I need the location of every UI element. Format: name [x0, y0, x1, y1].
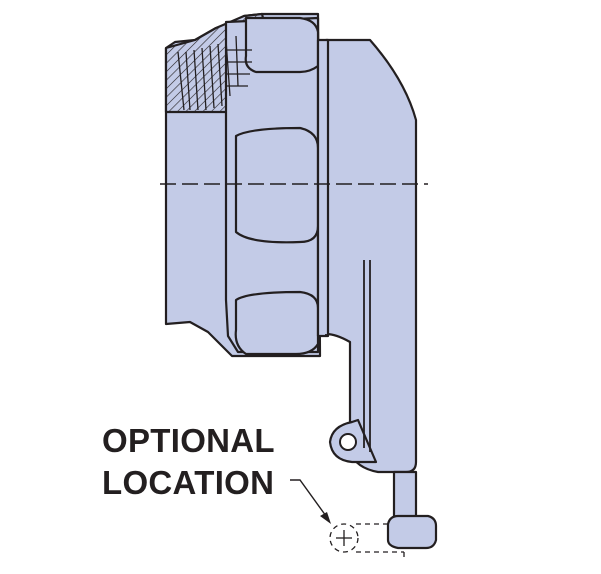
leader-line: [290, 479, 327, 517]
pin-hole: [339, 433, 357, 451]
cam-arm: [324, 38, 418, 474]
handle-stem: [392, 470, 418, 522]
leader-arrowhead: [320, 512, 331, 524]
callout-line-2: LOCATION: [102, 464, 275, 501]
hex-flat-top: [244, 16, 320, 74]
hex-flat-lower: [234, 290, 320, 356]
hex-flat-upper: [234, 126, 320, 244]
hex-cap: [386, 514, 438, 550]
callout-line-1: OPTIONAL: [102, 422, 275, 459]
optional-pin-ghost: [329, 523, 359, 553]
callout-label: OPTIONAL LOCATION: [102, 420, 275, 504]
thread-teeth: [177, 35, 239, 111]
flange-ring: [316, 38, 330, 338]
